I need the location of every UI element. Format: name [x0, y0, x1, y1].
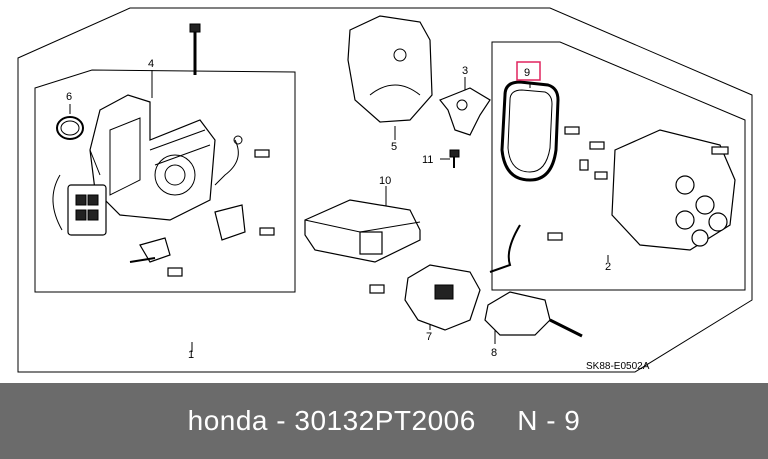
callout-1: 1 — [188, 349, 194, 361]
diagram-canvas: 4 6 3 5 11 9 10 2 7 8 1 SK88-E0502A — [17, 7, 753, 373]
outer-frame — [17, 7, 753, 373]
housing-bolt — [189, 23, 201, 75]
part-number-caption: honda - 30132PT2006 N - 9 — [187, 405, 581, 436]
leader-lines — [69, 70, 609, 352]
callout-9: 9 — [524, 67, 530, 79]
callout-11: 11 — [422, 154, 433, 166]
callout-5: 5 — [391, 141, 397, 153]
clamp-part — [129, 237, 183, 277]
screw-part — [449, 149, 460, 168]
parts-diagram: 4 6 3 5 11 9 10 2 7 8 1 SK88-E0502A — [17, 7, 753, 373]
igniter-unit-part — [369, 264, 481, 331]
callout-2: 2 — [605, 261, 611, 273]
callout-3: 3 — [462, 65, 468, 77]
callout-4: 4 — [148, 58, 154, 70]
ground-wire-part — [489, 224, 563, 273]
o-ring-part — [56, 116, 84, 140]
housing-group-frame — [34, 69, 296, 293]
ignition-coil-part — [304, 199, 421, 263]
callout-7: 7 — [426, 331, 432, 343]
rotor-part — [439, 87, 491, 136]
cap-group-frame — [491, 41, 746, 291]
distributor-housing-part — [52, 94, 216, 236]
wire-terminal — [214, 135, 270, 186]
cap-seal-part — [500, 80, 560, 182]
caption-bar: honda - 30132PT2006 N - 9 — [0, 383, 768, 459]
reference-code: SK88-E0502A — [586, 361, 650, 372]
callout-10: 10 — [379, 175, 391, 187]
distributor-cap-part — [564, 126, 736, 251]
highlight-box — [516, 61, 541, 81]
callout-6: 6 — [66, 91, 72, 103]
callout-8: 8 — [491, 347, 497, 359]
condenser-part — [484, 291, 583, 338]
bracket-part — [214, 204, 275, 241]
rotor-cover-part — [347, 15, 433, 123]
